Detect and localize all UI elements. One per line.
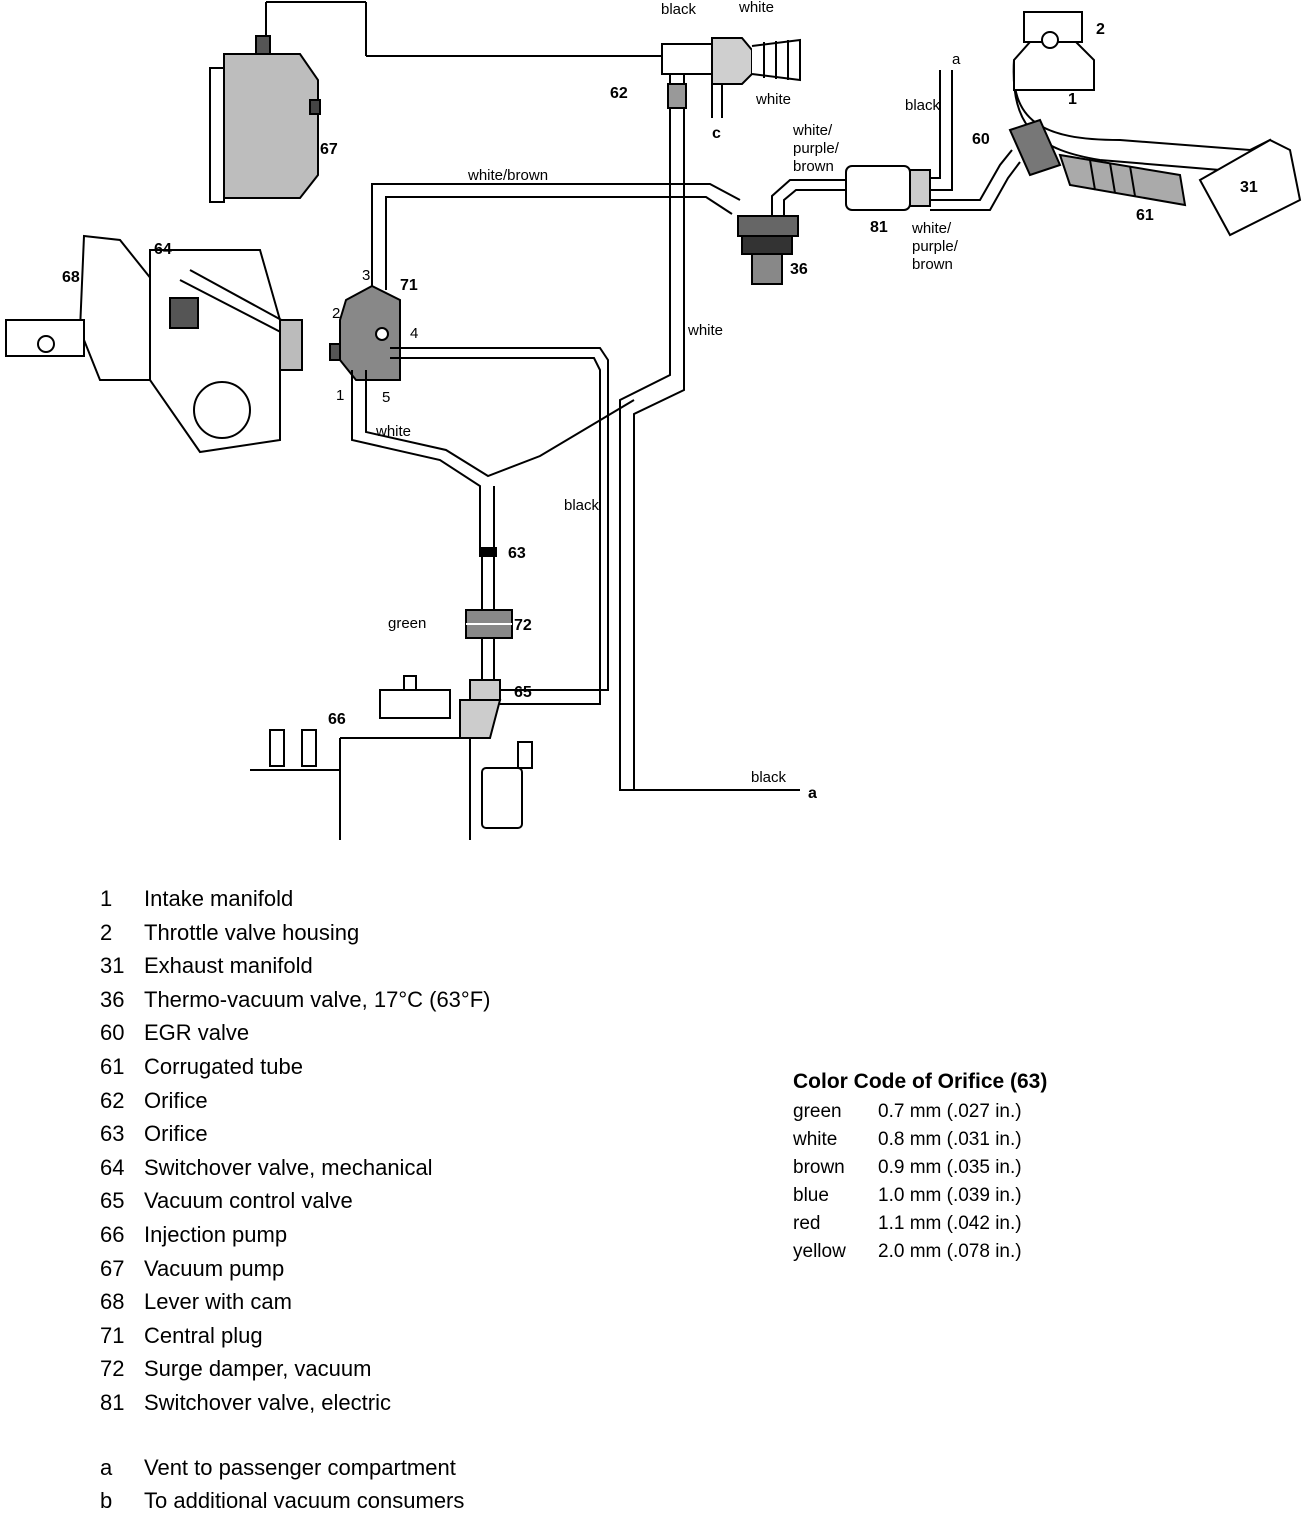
surge-damper-72: [465, 609, 513, 639]
callout-64: 64: [154, 241, 172, 258]
thermo-vacuum-valve-36: [737, 179, 846, 285]
hose-label-wpb-3: brown: [793, 158, 834, 175]
callout-2: 2: [1096, 21, 1105, 38]
vacuum-pump-67: [209, 1, 664, 203]
electric-switchover-valve-81: [845, 70, 1021, 211]
injection-pump-66: [250, 675, 533, 840]
callout-65: 65: [514, 684, 532, 701]
hose-label-wpb-b2: purple/: [912, 238, 959, 255]
hose-label-white-brown: white/brown: [467, 167, 548, 184]
hose-label-black-top: black: [661, 1, 697, 18]
port-label-a-bottom: a: [808, 785, 817, 802]
callout-1: 1: [1068, 91, 1077, 108]
vacuum-diagram: black white white c a black white/ purpl…: [5, 0, 1302, 840]
callout-81: 81: [870, 219, 888, 236]
valve-62: [661, 37, 801, 118]
hose-label-black-right: black: [905, 97, 941, 114]
callout-60: 60: [972, 131, 990, 148]
plug-pin-3: 3: [362, 267, 370, 284]
callout-72: 72: [514, 617, 532, 634]
callout-66: 66: [328, 711, 346, 728]
central-plug-71: [329, 284, 401, 381]
hose-label-white-left: white: [375, 423, 411, 440]
hose-label-white-top: white: [738, 0, 774, 16]
callout-31: 31: [1240, 179, 1258, 196]
plug-pin-4: 4: [410, 325, 418, 342]
plug-pin-1: 1: [336, 387, 344, 404]
hose-label-white-mid: white: [687, 322, 723, 339]
orifice-table-title: Color Code of Orifice (63): [793, 1070, 1048, 1093]
hose-label-black-bottom: black: [751, 769, 787, 786]
port-label-a-top: a: [952, 51, 961, 68]
hose-label-black-mid: black: [564, 497, 600, 514]
callout-67: 67: [320, 141, 338, 158]
lever-with-cam-68: [5, 234, 303, 454]
port-label-c: c: [712, 125, 721, 142]
callout-63: 63: [508, 545, 526, 562]
hose-label-green: green: [388, 615, 426, 632]
callout-36: 36: [790, 261, 808, 278]
plug-pin-2: 2: [332, 305, 340, 322]
callout-68: 68: [62, 269, 80, 286]
hose-label-wpb-b3: brown: [912, 256, 953, 273]
callout-71: 71: [400, 277, 418, 294]
hose-label-white-62: white: [755, 91, 791, 108]
callout-62: 62: [610, 85, 628, 102]
hose-label-wpb-1: white/: [792, 122, 833, 139]
hose-label-wpb-b1: white/: [911, 220, 952, 237]
plug-pin-5: 5: [382, 389, 390, 406]
exhaust-egr-assembly: [1008, 118, 1302, 237]
callout-61: 61: [1136, 207, 1154, 224]
hose-label-wpb-2: purple/: [793, 140, 840, 157]
